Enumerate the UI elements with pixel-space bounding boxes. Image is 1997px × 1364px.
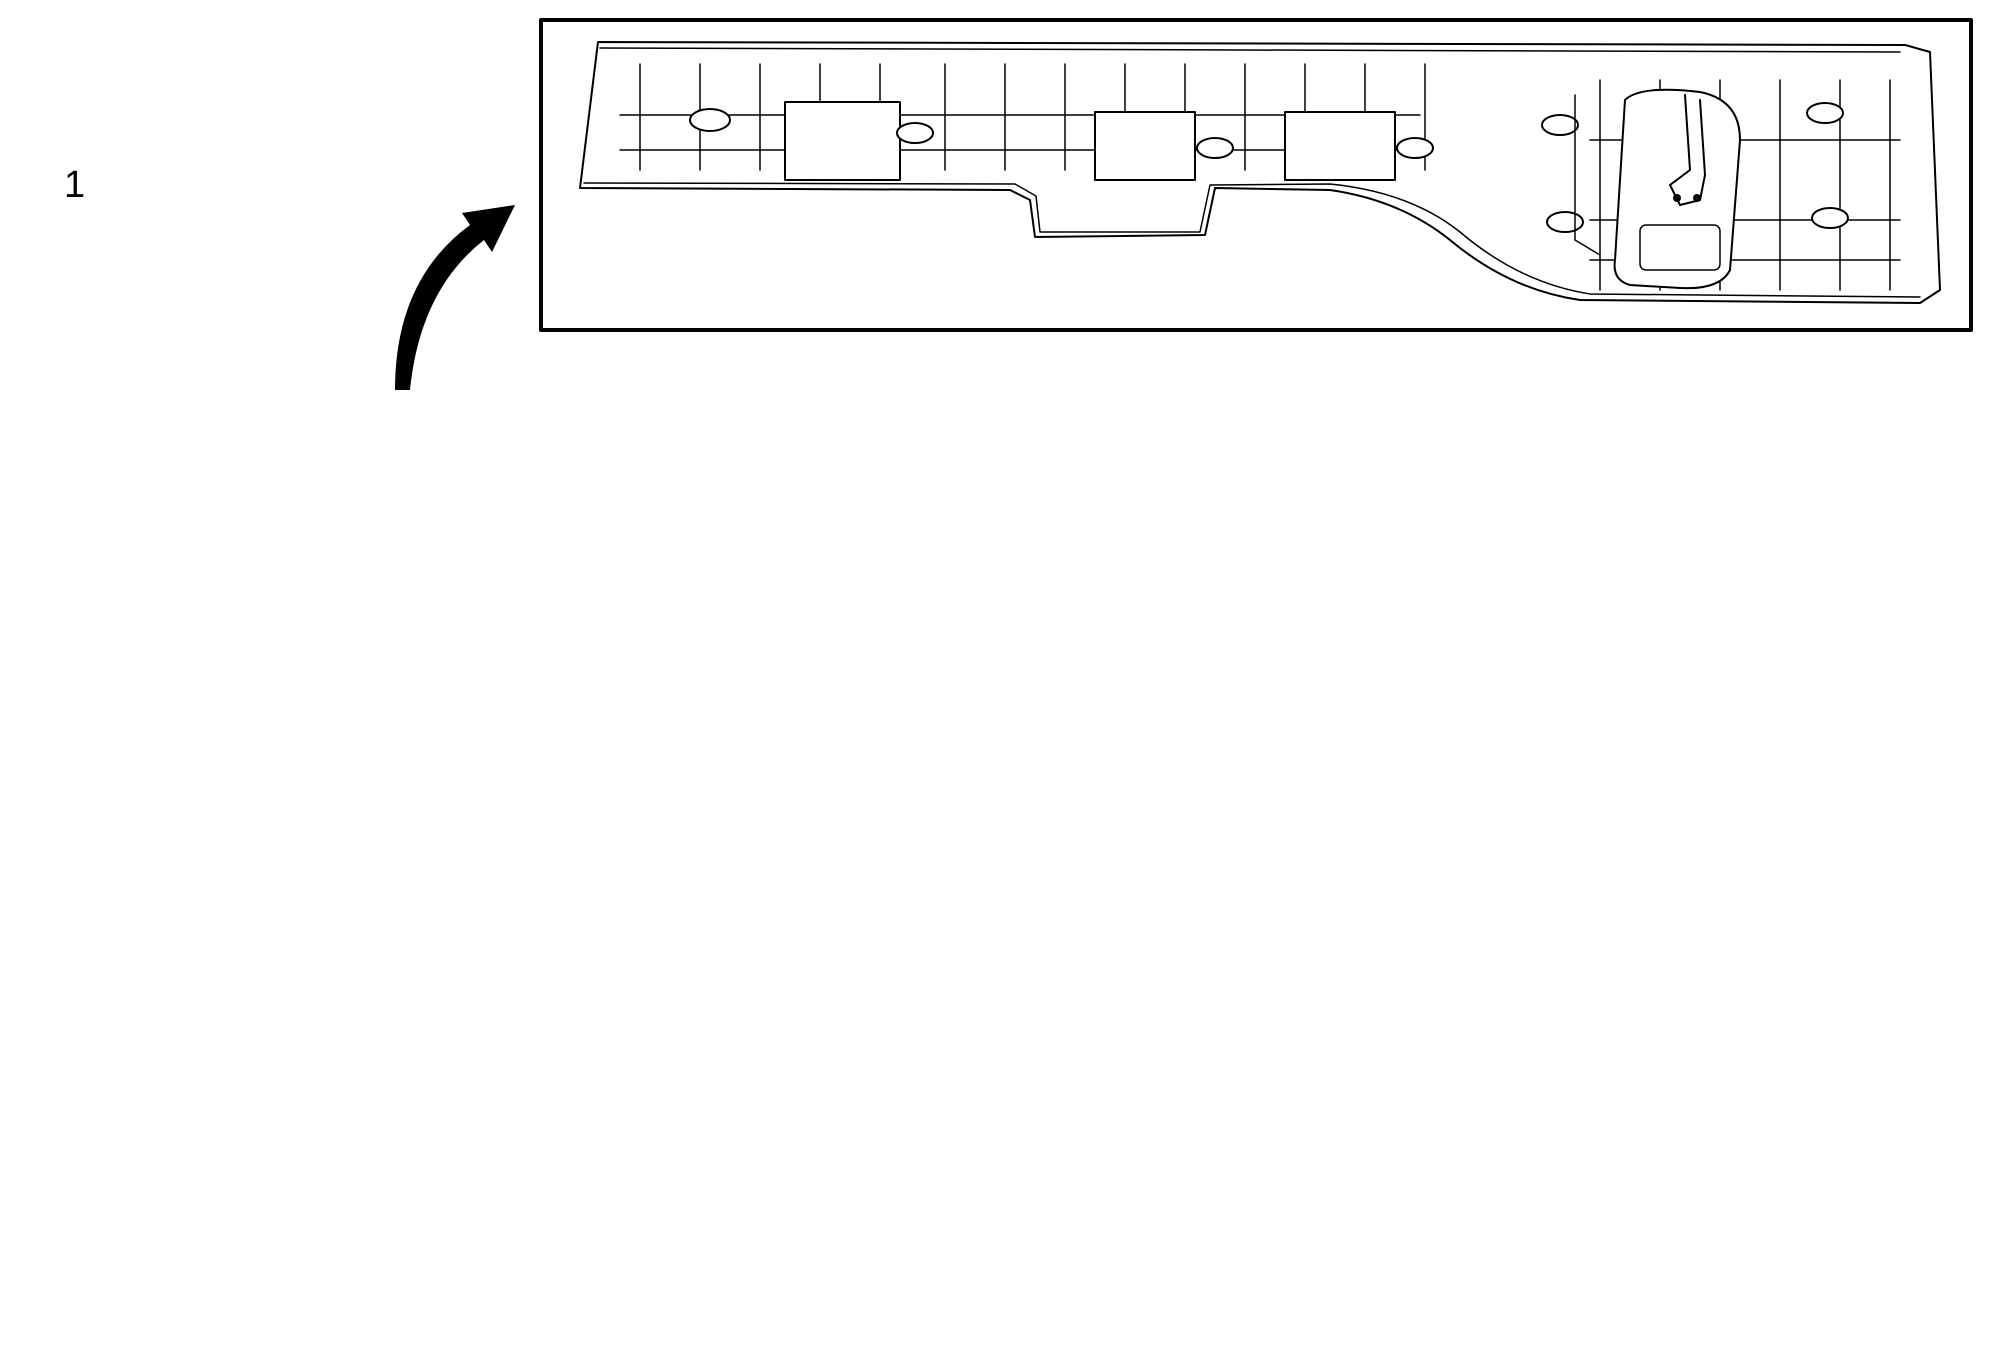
inset-frame bbox=[539, 18, 1973, 332]
pointer-arrow bbox=[395, 205, 515, 390]
inset-panel-outline bbox=[579, 41, 1941, 304]
callout-1-label: 1 bbox=[64, 164, 86, 206]
detail-inset bbox=[539, 18, 1973, 332]
inset-clips bbox=[689, 102, 1849, 233]
